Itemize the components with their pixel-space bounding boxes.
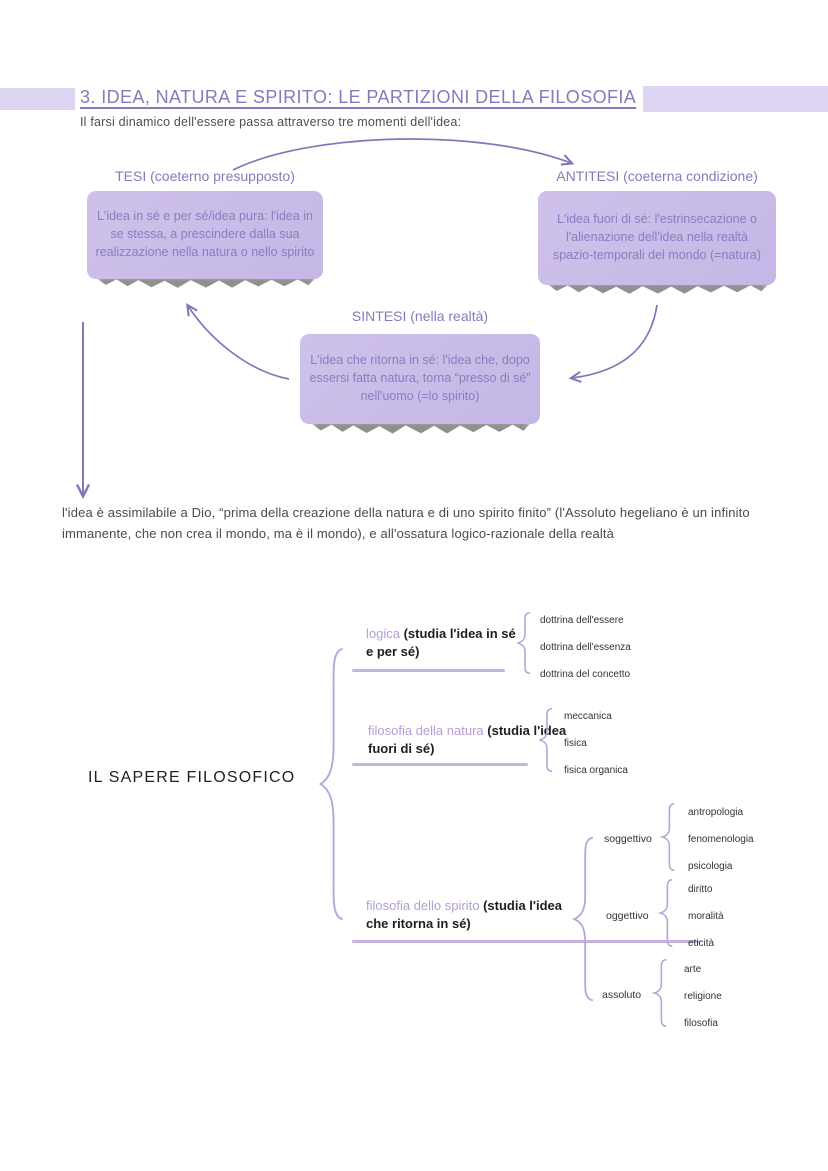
branch-natura-name: filosofia della natura	[368, 723, 484, 738]
branch-natura-brace-icon	[538, 708, 553, 772]
tree-leaf: fisica	[564, 738, 587, 749]
branch-spirito-name: filosofia dello spirito	[366, 898, 480, 913]
tree-leaf: dottrina dell'essere	[540, 615, 624, 626]
title-highlight-right	[643, 86, 828, 112]
branch-spirito-brace-icon	[572, 836, 594, 1002]
tree-leaf: dottrina del concetto	[540, 669, 631, 680]
root-brace-icon	[318, 646, 344, 922]
branch-logica-suffix: (studia l'idea in sé e per sé)	[366, 626, 516, 659]
group-oggettivo-brace-icon	[659, 879, 673, 947]
antitesi-heading: ANTITESI (coeterna condizione)	[556, 168, 758, 184]
page-title: 3. IDEA, NATURA E SPIRITO: LE PARTIZIONI…	[80, 87, 637, 107]
group-oggettivo-children: diritto moralità eticità	[688, 876, 724, 957]
title-highlight-left	[0, 88, 75, 110]
antitesi-card: L'idea fuori di sé: l'estrinsecazione o …	[538, 191, 776, 285]
group-soggettivo-brace-icon	[661, 803, 675, 871]
note-paragraph: l'idea è assimilabile a Dio, “prima dell…	[62, 505, 750, 542]
branch-natura-underline	[352, 763, 528, 766]
tree-leaf: moralità	[688, 911, 724, 922]
tree-root-label: IL SAPERE FILOSOFICO	[88, 769, 296, 786]
tree-leaf: fenomenologia	[688, 834, 754, 845]
tree-leaf: filosofia	[684, 1018, 718, 1029]
group-assoluto-label: assoluto	[602, 989, 642, 1001]
tree-leaf: meccanica	[564, 711, 612, 722]
tree-leaf: diritto	[688, 884, 713, 895]
tesi-card: L'idea in sé e per sé/idea pura: l'idea …	[87, 191, 323, 279]
branch-spirito-underline	[352, 940, 700, 943]
branch-logica-children: dottrina dell'essere dottrina dell'essen…	[540, 607, 631, 688]
branch-spirito-suffix: (studia l'idea che ritorna in sé)	[366, 898, 563, 931]
tree-leaf: antropologia	[688, 807, 744, 818]
tree-leaf: arte	[684, 964, 702, 975]
tree-leaf: psicologia	[688, 861, 733, 872]
branch-natura-children: meccanica fisica fisica organica	[564, 703, 628, 784]
arrow-tesi-to-antitesi-icon	[232, 138, 575, 171]
sintesi-card-text: L'idea che ritorna in sé: l'idea che, do…	[309, 353, 531, 403]
group-assoluto-brace-icon	[653, 959, 667, 1027]
group-soggettivo-label: soggettivo	[604, 833, 652, 845]
group-oggettivo-label: oggettivo	[606, 910, 649, 922]
branch-logica-brace-icon	[516, 612, 531, 674]
tesi-heading: TESI (coeterno presupposto)	[115, 168, 295, 184]
tree-leaf: dottrina dell'essenza	[540, 642, 631, 653]
sintesi-card: L'idea che ritorna in sé: l'idea che, do…	[300, 334, 540, 424]
arrow-antitesi-to-sintesi-icon	[568, 304, 658, 383]
tree-leaf: eticità	[688, 938, 715, 949]
group-soggettivo-children: antropologia fenomenologia psicologia	[688, 799, 754, 880]
group-assoluto-children: arte religione filosofia	[684, 956, 722, 1037]
arrow-sintesi-to-tesi-icon	[186, 303, 290, 380]
branch-logica-label: logica (studia l'idea in sé e per sé)	[366, 625, 521, 660]
branch-logica-underline	[352, 669, 505, 672]
sintesi-heading: SINTESI (nella realtà)	[351, 308, 489, 324]
branch-spirito-label: filosofia dello spirito (studia l'idea c…	[366, 897, 586, 932]
antitesi-card-text: L'idea fuori di sé: l'estrinsecazione o …	[552, 212, 762, 262]
branch-logica-name: logica	[366, 626, 400, 641]
tesi-card-text: L'idea in sé e per sé/idea pura: l'idea …	[95, 209, 315, 259]
tree-leaf: religione	[684, 991, 722, 1002]
tree-leaf: fisica organica	[564, 765, 628, 776]
page-subtitle: Il farsi dinamico dell'essere passa attr…	[80, 115, 462, 129]
